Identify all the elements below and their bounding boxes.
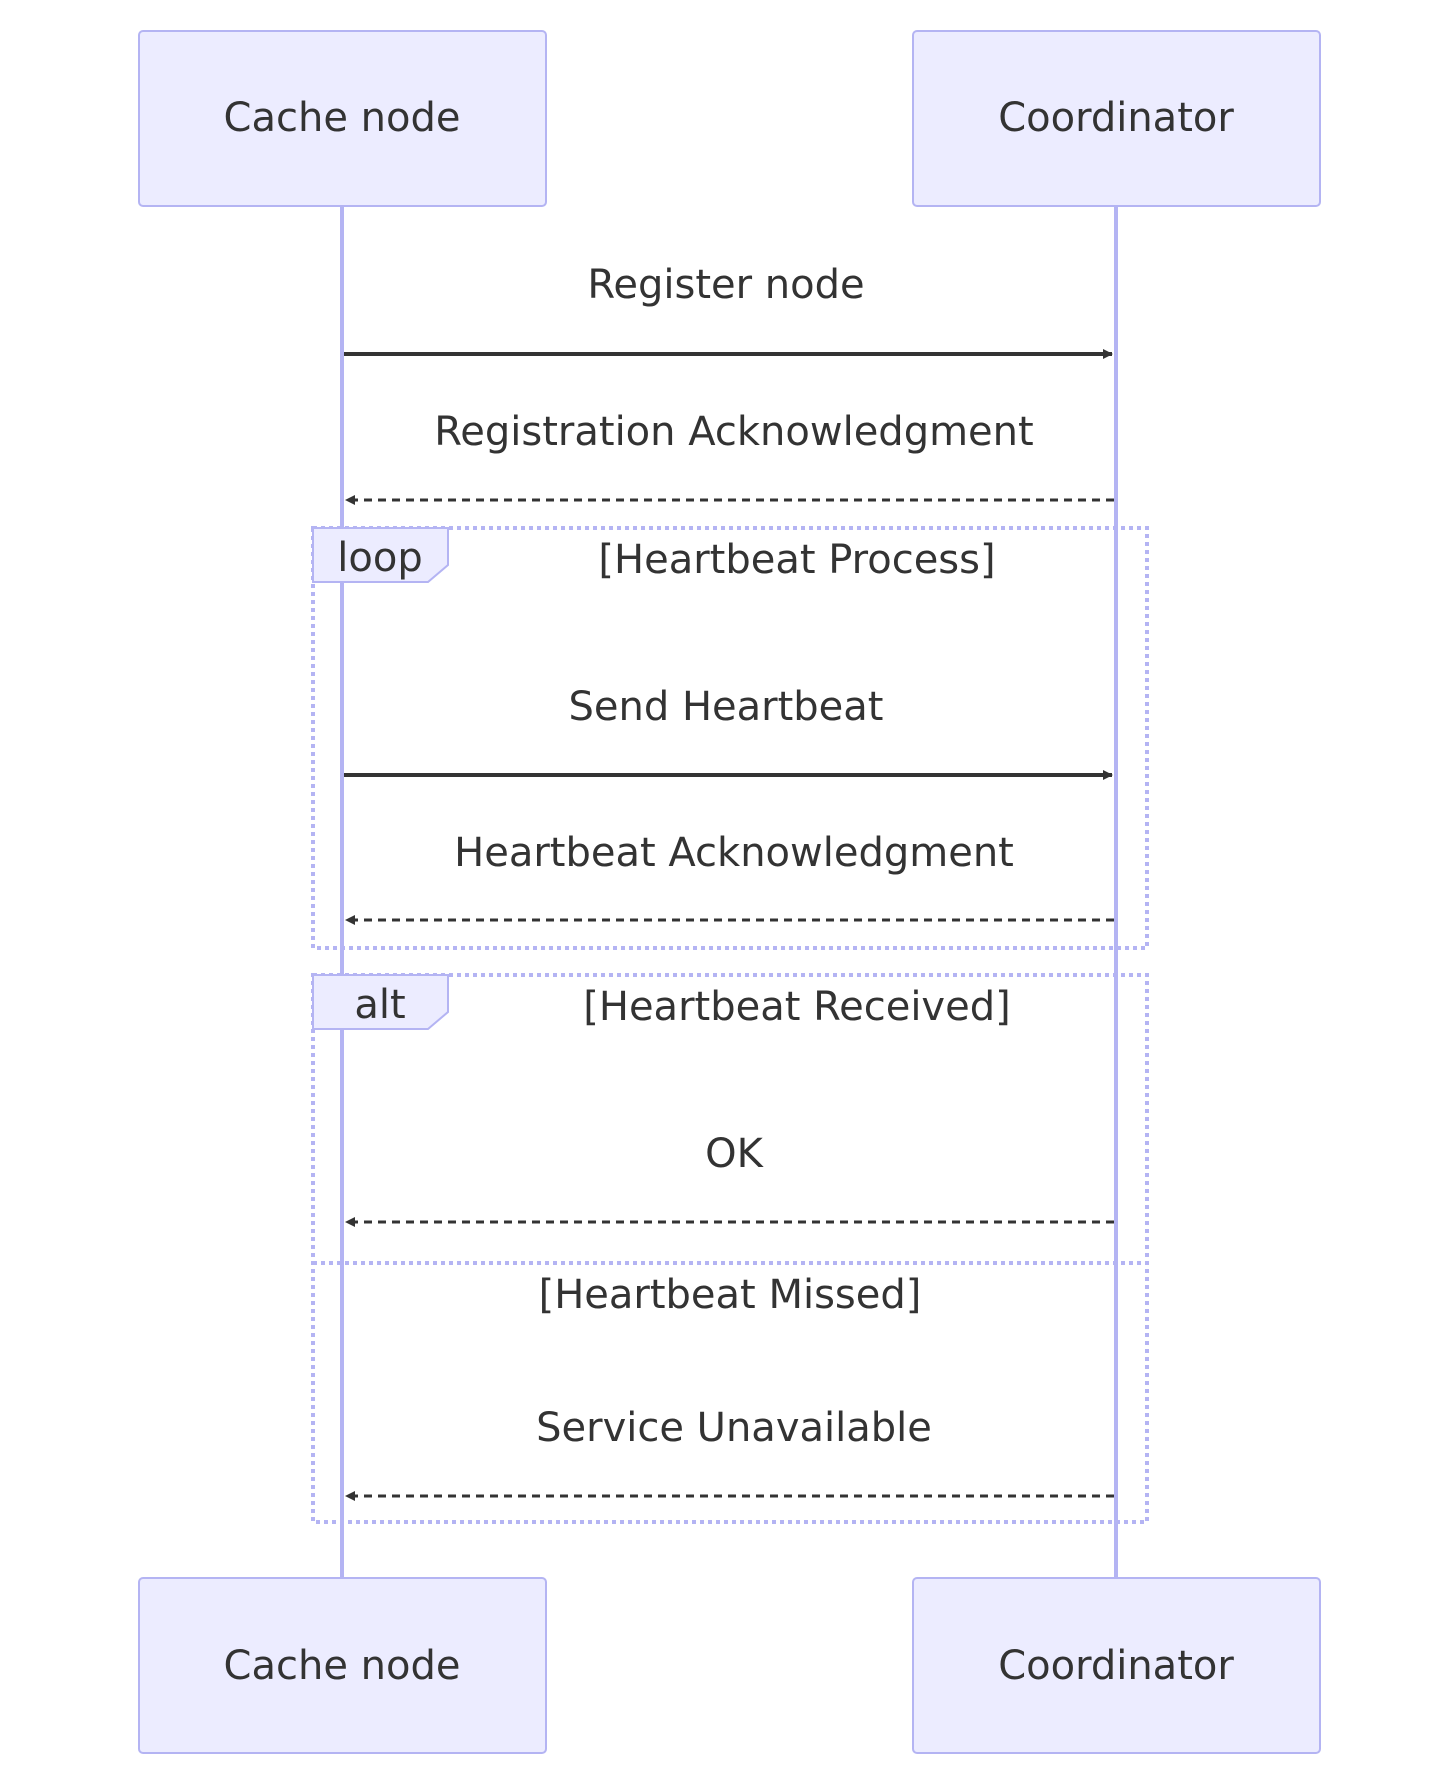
- fragment-alt: alt [Heartbeat Received] [Heartbeat Miss…: [311, 973, 1149, 1524]
- participant-coordinator-bottom: Coordinator: [912, 1577, 1321, 1754]
- message-registration-acknowledgment: Registration Acknowledgment: [345, 409, 1114, 505]
- message-register-node: Register node: [344, 262, 1113, 359]
- fragment-label-box: [312, 974, 449, 1030]
- participant-cache-node-top: Cache node: [138, 30, 547, 207]
- fragment-condition: [Heartbeat Received]: [583, 984, 1010, 1030]
- participant-label: Cache node: [224, 1643, 461, 1689]
- message-label: OK: [705, 1131, 764, 1177]
- fragment-loop: loop [Heartbeat Process]: [311, 526, 1149, 950]
- participant-label: Coordinator: [998, 95, 1234, 141]
- participant-coordinator-top: Coordinator: [912, 30, 1321, 207]
- message-heartbeat-acknowledgment: Heartbeat Acknowledgment: [345, 830, 1114, 925]
- message-label: Registration Acknowledgment: [434, 409, 1033, 455]
- message-label: Heartbeat Acknowledgment: [454, 830, 1014, 876]
- message-send-heartbeat: Send Heartbeat: [344, 684, 1113, 780]
- fragment-label-box: [312, 527, 449, 583]
- message-label: Register node: [587, 262, 864, 308]
- fragment-kind-label: alt: [354, 982, 405, 1028]
- message-label: Service Unavailable: [536, 1405, 932, 1451]
- fragment-else-condition: [Heartbeat Missed]: [539, 1272, 922, 1318]
- fragment-kind-label: loop: [337, 535, 422, 581]
- message-label: Send Heartbeat: [569, 684, 884, 730]
- message-ok: OK: [345, 1131, 1114, 1227]
- participant-cache-node-bottom: Cache node: [138, 1577, 547, 1754]
- message-service-unavailable: Service Unavailable: [345, 1405, 1114, 1501]
- fragment-condition: [Heartbeat Process]: [598, 537, 995, 583]
- participant-label: Coordinator: [998, 1643, 1234, 1689]
- participant-label: Cache node: [224, 95, 461, 141]
